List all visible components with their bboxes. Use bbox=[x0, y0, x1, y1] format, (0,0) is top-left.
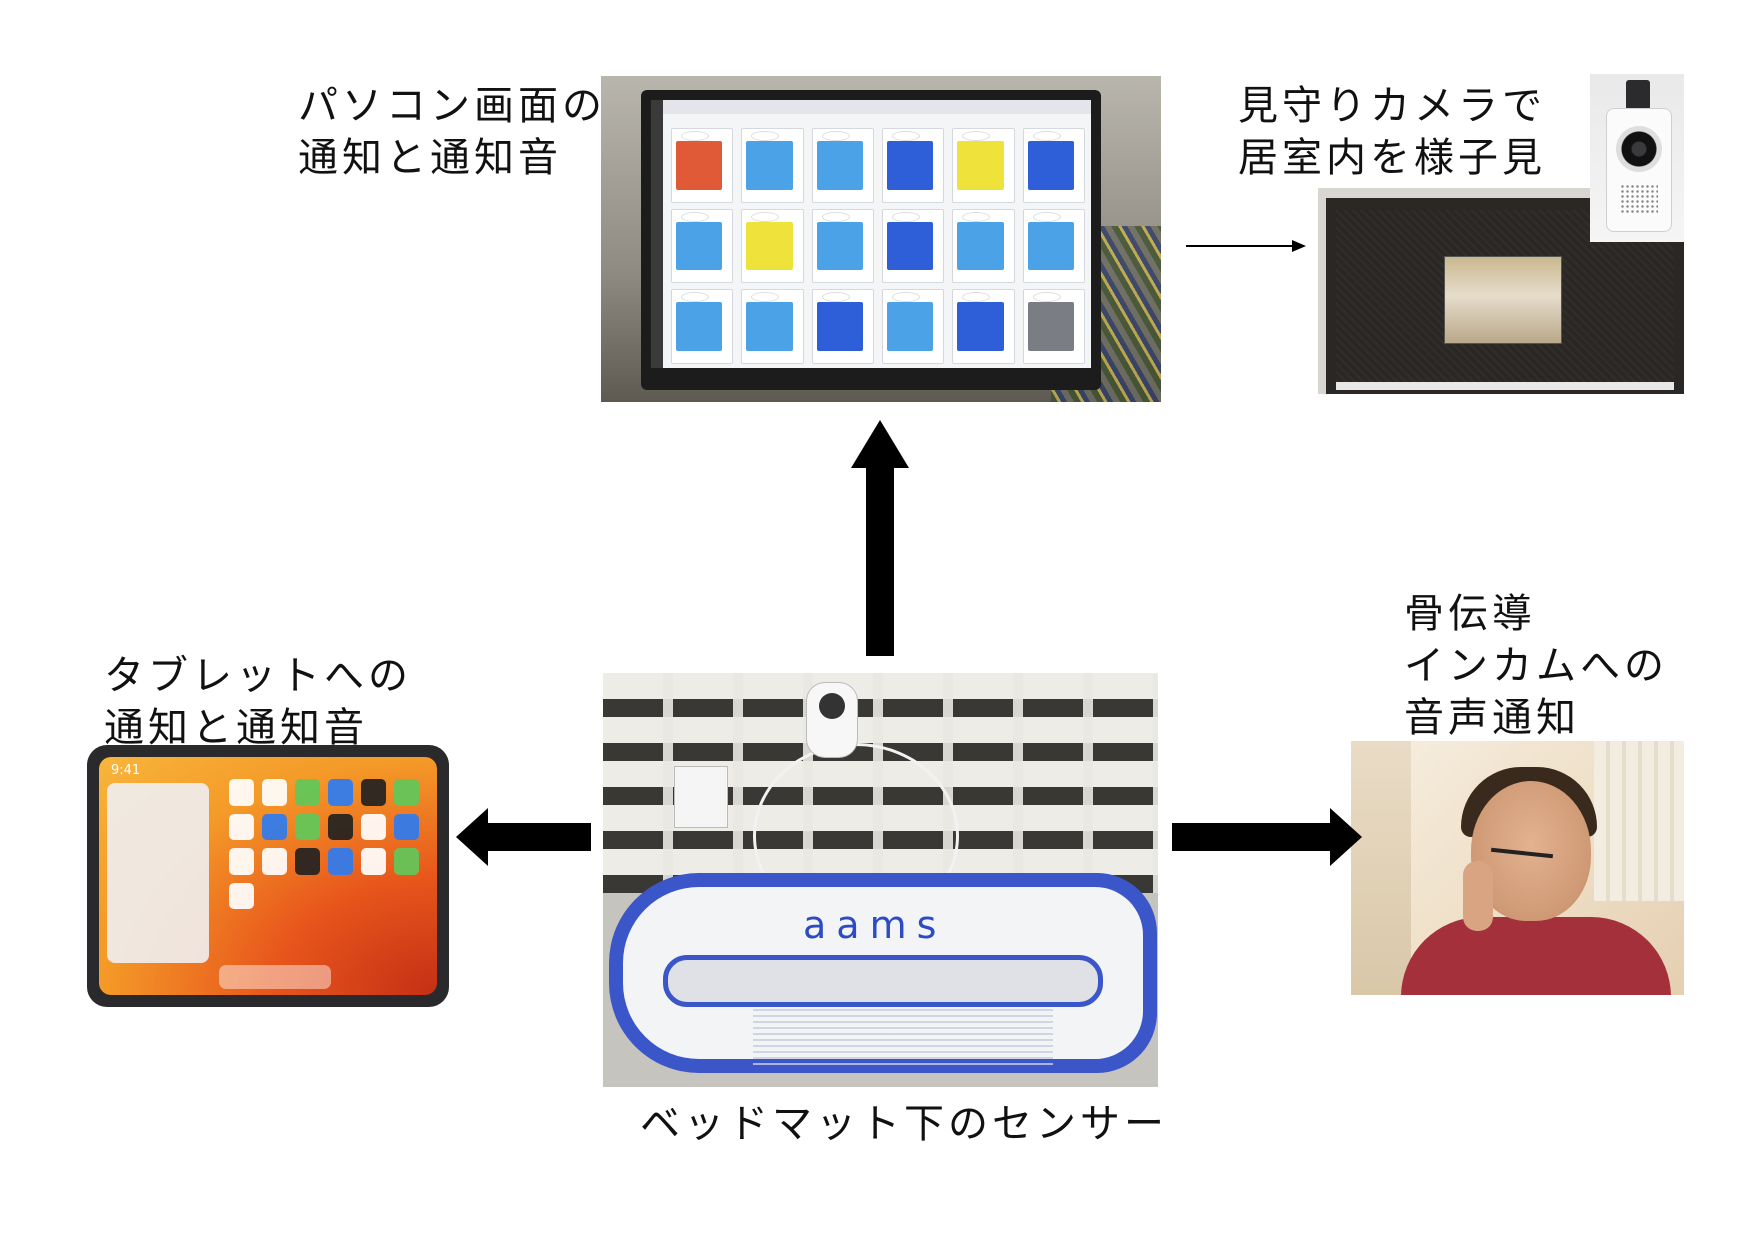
monitor-bezel bbox=[641, 90, 1101, 390]
nurse-hand bbox=[1463, 861, 1493, 931]
sensor-unit bbox=[675, 767, 727, 827]
caption-line: 音声通知 bbox=[1404, 695, 1580, 741]
nurse-uniform bbox=[1401, 917, 1671, 995]
bed-tile bbox=[881, 289, 945, 364]
caption-tablet-notification: タブレットへの 通知と通知音 bbox=[104, 650, 412, 754]
arrow-thin-to-camera bbox=[1186, 240, 1306, 252]
pc-monitor-photo bbox=[601, 76, 1161, 402]
sensor-pad-slot bbox=[663, 955, 1103, 1007]
bed-tile bbox=[811, 208, 874, 284]
caption-line: 見守りカメラで bbox=[1238, 83, 1546, 129]
tablet-widgets bbox=[107, 783, 209, 963]
camera-lens-icon bbox=[1616, 126, 1662, 172]
camera-clip bbox=[1626, 80, 1650, 110]
bed-tile bbox=[741, 208, 804, 284]
caption-line: インカムへの bbox=[1404, 643, 1668, 689]
arrow-left-to-tablet bbox=[456, 808, 591, 866]
bed-tile bbox=[1022, 289, 1085, 364]
tablet-app-icons bbox=[229, 779, 419, 909]
caption-pc-notification: パソコン画面の 通知と通知音 bbox=[298, 80, 606, 184]
arrow-up-to-pc bbox=[851, 420, 909, 656]
tablet-photo: 9:41 bbox=[87, 745, 449, 1007]
caption-line: 居室内を様子見 bbox=[1238, 135, 1546, 181]
bed-tile bbox=[811, 128, 874, 203]
bed-tile bbox=[811, 289, 874, 364]
caption-camera-monitoring: 見守りカメラで 居室内を様子見 bbox=[1238, 80, 1546, 184]
screen-sidebar bbox=[651, 100, 663, 368]
taskbar bbox=[1336, 382, 1674, 390]
sensor-instruction-label bbox=[753, 1009, 1053, 1065]
tablet-clock: 9:41 bbox=[111, 763, 141, 778]
speaker-grill bbox=[1620, 184, 1658, 214]
sensor-pad-surface: aams bbox=[623, 887, 1143, 1065]
bed-tile bbox=[952, 289, 1015, 364]
bed-tile bbox=[671, 128, 734, 203]
caption-line: 骨伝導 bbox=[1404, 591, 1536, 637]
caption-line: 通知と通知音 bbox=[298, 135, 562, 181]
bed-sensor-photo: aams bbox=[603, 673, 1158, 1087]
sensor-pad: aams bbox=[609, 873, 1157, 1073]
bed-tile bbox=[1022, 128, 1085, 203]
monitor-screen bbox=[651, 100, 1091, 368]
bed-tile bbox=[952, 208, 1015, 284]
caption-line: パソコン画面の bbox=[298, 83, 606, 129]
bed-tile bbox=[741, 289, 804, 364]
caption-line: タブレットへの bbox=[104, 653, 412, 699]
camera-device-photo bbox=[1590, 74, 1684, 242]
room-camera-view bbox=[1444, 256, 1562, 344]
bed-status-grid bbox=[671, 128, 1085, 364]
caption-line: 通知と通知音 bbox=[104, 705, 368, 751]
bed-tile bbox=[671, 289, 734, 364]
bed-tile bbox=[952, 128, 1015, 203]
bed-tile bbox=[1022, 208, 1085, 284]
sensor-brand-logo: aams bbox=[803, 903, 947, 947]
arrow-right-to-headset bbox=[1172, 808, 1362, 866]
tablet-display: 9:41 bbox=[99, 757, 437, 995]
background-shelf bbox=[1351, 741, 1411, 995]
bone-conduction-headset-photo bbox=[1351, 741, 1684, 995]
caption-line: ベッドマット下のセンサー bbox=[640, 1101, 1168, 1147]
nurse-call-remote bbox=[807, 683, 857, 757]
bed-tile bbox=[671, 208, 734, 284]
bed-tile bbox=[881, 208, 945, 284]
caption-headset-notification: 骨伝導 インカムへの 音声通知 bbox=[1404, 588, 1668, 744]
caption-bed-sensor: ベッドマット下のセンサー bbox=[640, 1098, 1168, 1150]
screen-topbar bbox=[663, 100, 1091, 114]
background-books bbox=[1594, 741, 1684, 901]
bed-tile bbox=[881, 128, 945, 203]
bed-tile bbox=[741, 128, 804, 203]
tablet-dock bbox=[219, 965, 331, 989]
camera-body bbox=[1606, 108, 1672, 232]
